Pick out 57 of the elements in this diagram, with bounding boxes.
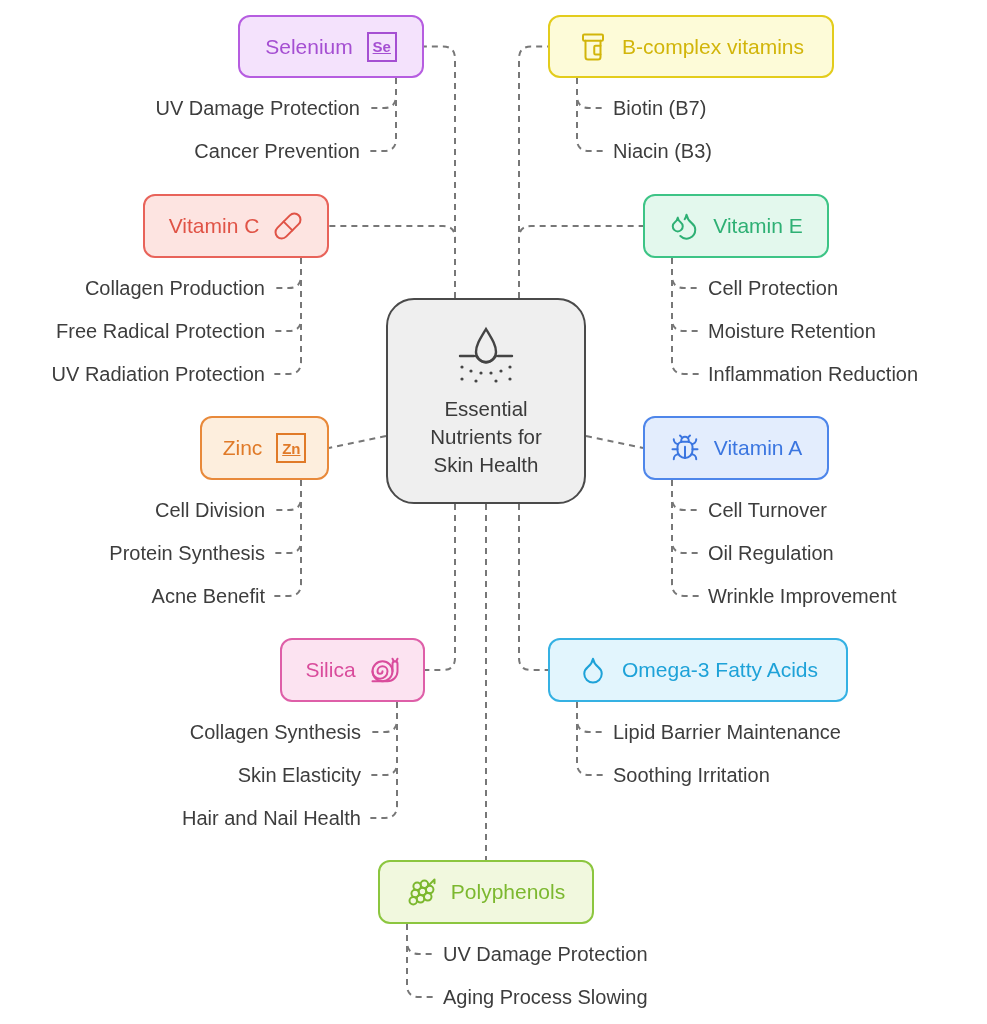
nutrient-box [238,15,424,78]
dashed-connector [585,435,644,449]
benefit-label: Protein Synthesis [109,539,265,567]
benefit-label: Collagen Synthesis [189,718,361,746]
dashed-connector [671,479,702,597]
nutrient-box [280,638,425,702]
benefit-label: Cell Protection [708,274,839,302]
nutrient-name: Silica [305,658,356,682]
dashed-connector [271,479,302,597]
nutrient-box [548,15,834,78]
benefit-label: Hair and Nail Health [182,804,361,832]
dashed-connector [424,503,456,671]
dashed-connector [328,435,387,449]
benefit-label: Wrinkle Improvement [708,582,897,610]
benefit-label: UV Damage Protection [155,94,360,122]
benefit-label: UV Damage Protection [443,940,648,968]
benefit-label: Acne Benefit [151,582,265,610]
benefit-label: UV Radiation Protection [51,360,265,388]
benefit-label: Free Radical Protection [56,317,265,345]
benefit-label: Soothing Irritation [613,761,770,789]
nutrient-name: Vitamin A [713,436,803,460]
benefit-label: Aging Process Slowing [443,983,648,1011]
benefit-label: Skin Elasticity [237,761,361,789]
nutrient-name: Vitamin C [168,214,260,238]
benefit-label: Cell Turnover [708,496,827,524]
benefit-label: Moisture Retention [708,317,876,345]
benefit-label: Oil Regulation [708,539,834,567]
dashed-connector [518,225,644,299]
nutrient-name: B-complex vitamins [621,34,805,59]
benefit-label: Biotin (B7) [613,94,707,122]
nutrient-name: Omega-3 Fatty Acids [621,658,819,682]
element-symbol: Se [366,31,397,62]
nutrient-box [378,860,594,924]
dashed-connector [518,503,549,671]
benefit-label: Niacin (B3) [613,137,712,165]
nutrient-box [143,194,329,258]
central-box [386,298,586,504]
benefit-label: Cancer Prevention [194,137,360,165]
nutrient-name: Vitamin E [713,214,803,238]
nutrient-box [200,416,329,480]
benefit-label: Lipid Barrier Maintenance [613,718,841,746]
nutrient-name: Polyphenols [450,880,566,904]
benefit-label: Collagen Production [84,274,265,302]
dashed-connector [367,701,398,819]
nutrient-box [643,416,829,480]
benefit-label: Inflammation Reduction [708,360,919,388]
central-title: Essential Nutrients for Skin Health [429,396,543,478]
nutrient-name: Zinc [222,436,263,460]
dashed-connector [671,257,702,375]
nutrient-name: Selenium [265,34,353,59]
dashed-connector [271,257,302,375]
benefit-label: Cell Division [154,496,265,524]
dashed-connector [328,225,456,299]
element-symbol: Zn [276,433,307,463]
dashed-connector [485,503,487,861]
nutrient-box [643,194,829,258]
nutrient-box [548,638,848,702]
